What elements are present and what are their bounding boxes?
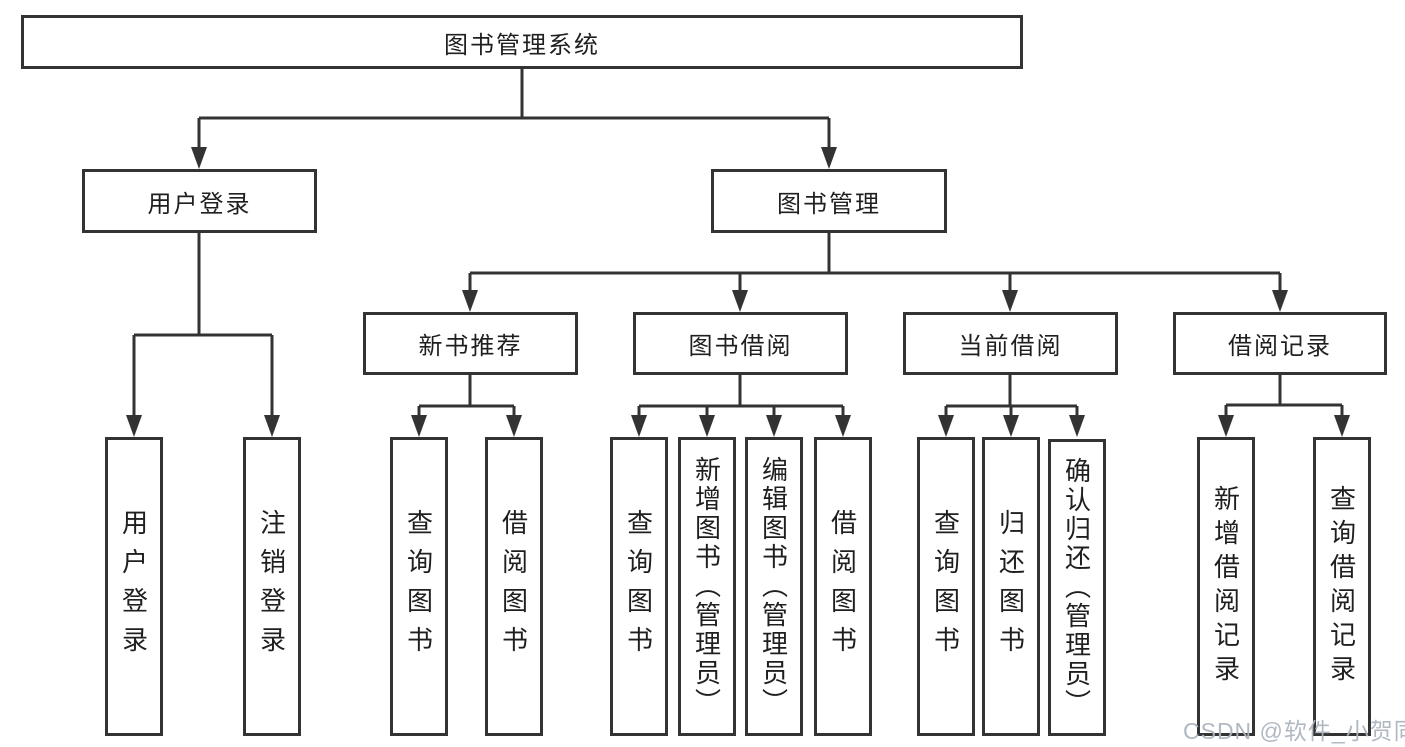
leaf-edit-book-admin: 编辑图书（管理员） xyxy=(745,437,803,736)
node-label: 编辑图书（管理员） xyxy=(758,456,789,717)
node-label: 注销登录 xyxy=(256,508,287,665)
node-label: 借阅记录 xyxy=(1228,333,1332,360)
node-label: 借阅图书 xyxy=(498,508,529,665)
leaf-borrow-books-borrowing: 借阅图书 xyxy=(814,437,872,736)
node-label: 归还图书 xyxy=(995,508,1026,665)
node-label: 查询图书 xyxy=(403,508,434,665)
leaf-query-books-current: 查询图书 xyxy=(917,437,975,736)
leaf-query-borrow-record: 查询借阅记录 xyxy=(1313,437,1371,736)
node-label: 用户登录 xyxy=(147,190,252,218)
node-label: 当前借阅 xyxy=(958,333,1063,360)
leaf-query-books-recommend: 查询图书 xyxy=(390,437,448,736)
node-book-borrowing: 图书借阅 xyxy=(633,312,848,375)
node-label: 新增图书（管理员） xyxy=(691,456,722,717)
node-user-login: 用户登录 xyxy=(82,169,317,233)
node-current-borrowing: 当前借阅 xyxy=(903,312,1118,375)
node-book-management: 图书管理 xyxy=(711,169,947,233)
leaf-add-book-admin: 新增图书（管理员） xyxy=(678,437,736,736)
node-label: 借阅图书 xyxy=(827,508,858,665)
node-label: 新增借阅记录 xyxy=(1210,484,1241,689)
node-borrowing-records: 借阅记录 xyxy=(1173,312,1387,375)
leaf-borrow-books-recommend: 借阅图书 xyxy=(485,437,543,736)
node-label: 确认归还（管理员） xyxy=(1061,457,1092,718)
node-label: 查询图书 xyxy=(930,508,961,665)
node-label: 查询借阅记录 xyxy=(1326,484,1357,689)
leaf-return-books: 归还图书 xyxy=(982,437,1040,736)
node-label: 新书推荐 xyxy=(418,333,523,360)
node-library-management-system: 图书管理系统 xyxy=(21,15,1023,69)
node-label: 用户登录 xyxy=(118,508,149,665)
watermark: CSDN @软件_小贺同学 xyxy=(1183,718,1405,744)
node-label: 图书管理 xyxy=(777,190,881,218)
leaf-query-books-borrowing: 查询图书 xyxy=(610,437,668,736)
node-label: 查询图书 xyxy=(623,508,654,665)
leaf-add-borrow-record: 新增借阅记录 xyxy=(1197,437,1255,736)
leaf-confirm-return-admin: 确认归还（管理员） xyxy=(1048,439,1106,736)
leaf-user-login: 用户登录 xyxy=(105,437,163,736)
node-new-book-recommend: 新书推荐 xyxy=(363,312,578,375)
leaf-logout: 注销登录 xyxy=(243,437,301,736)
node-label: 图书借阅 xyxy=(688,333,793,360)
node-label: 图书管理系统 xyxy=(444,31,600,59)
